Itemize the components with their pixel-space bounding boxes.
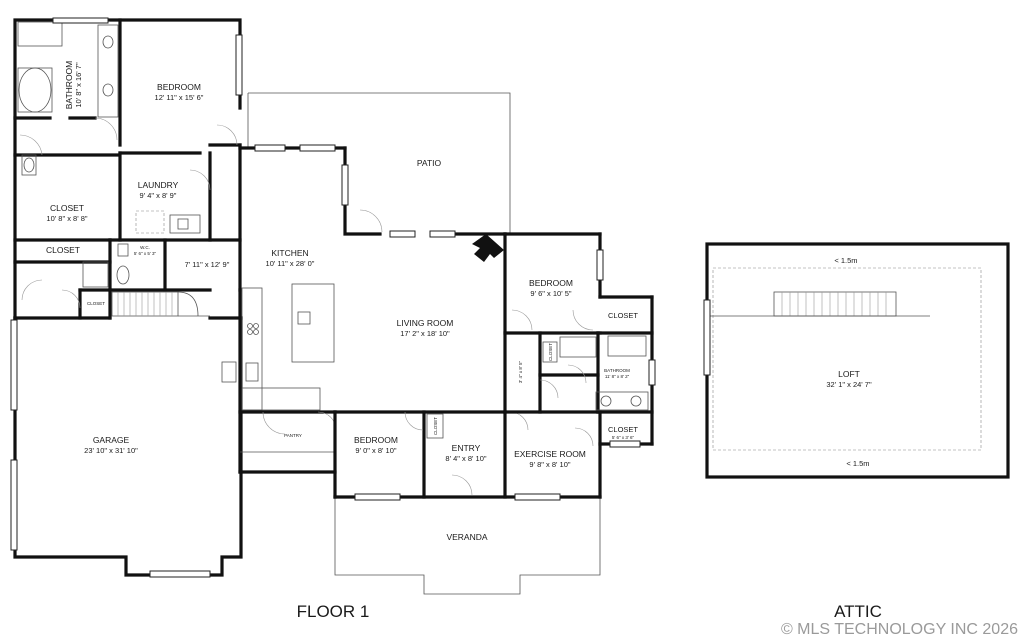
- room-dim: 11' 8" x 8' 2": [605, 374, 630, 379]
- room-dim: 10' 8" x 8' 8": [46, 214, 87, 223]
- room-labels: BEDROOM 12' 11" x 15' 6" BATHROOM 10' 8"…: [46, 61, 1018, 638]
- room-name: CLOSET: [50, 203, 84, 213]
- attic-title: ATTIC: [834, 602, 882, 621]
- room-name: CLOSET: [46, 245, 80, 255]
- room-name: CLOSET: [608, 425, 638, 434]
- room-name: BEDROOM: [354, 435, 398, 445]
- attic-note-bottom: < 1.5m: [846, 459, 869, 468]
- room-dim: 5' 6" x 5' 3": [134, 251, 157, 256]
- room-name: EXERCISE ROOM: [514, 449, 586, 459]
- room-name: LAUNDRY: [138, 180, 179, 190]
- room-name: LIVING ROOM: [397, 318, 454, 328]
- room-dim: 10' 8" x 16' 7": [74, 62, 83, 108]
- room-name: BATHROOM: [604, 368, 630, 373]
- room-dim: 10' 11" x 28' 0": [266, 259, 315, 268]
- room-name: PANTRY: [284, 433, 302, 438]
- attic-stairs: [773, 291, 897, 317]
- loft-dim: 32' 1" x 24' 7": [826, 380, 872, 389]
- room-dim: 9' 4" x 8' 9": [140, 191, 177, 200]
- room-name: W.C.: [140, 245, 150, 250]
- room-dim: 9' 8" x 8' 10": [529, 460, 570, 469]
- room-name: ENTRY: [452, 443, 481, 453]
- room-name: VERANDA: [446, 532, 487, 542]
- room-name: BATHROOM: [64, 61, 74, 109]
- room-name: BEDROOM: [157, 82, 201, 92]
- room-name: GARAGE: [93, 435, 130, 445]
- room-name: KITCHEN: [271, 248, 308, 258]
- room-dim: 8' 4" x 8' 10": [445, 454, 486, 463]
- room-dim: 7' 11" x 12' 9": [185, 260, 230, 269]
- room-dim: 9' 0" x 8' 10": [355, 446, 396, 455]
- room-name: CLOSET: [548, 343, 553, 361]
- room-dim: 9' 6" x 10' 5": [530, 289, 571, 298]
- room-dim: 5' 6" x 3' 6": [612, 435, 635, 440]
- floor-1-plan: [10, 17, 656, 595]
- room-dim: 17' 2" x 18' 10": [400, 329, 450, 338]
- copyright-watermark: © MLS TECHNOLOGY INC 2026: [781, 621, 1018, 638]
- stairs: [111, 291, 210, 317]
- room-name: CLOSET: [87, 301, 105, 306]
- attic-plan: [703, 242, 1010, 479]
- room-dim: 12' 11" x 15' 6": [155, 93, 204, 102]
- attic-note-top: < 1.5m: [834, 256, 857, 265]
- loft-name: LOFT: [838, 369, 860, 379]
- room-dim: 3' 4" x 8' 5": [518, 361, 523, 384]
- room-name: CLOSET: [433, 417, 438, 435]
- room-name: CLOSET: [608, 311, 638, 320]
- room-name: PATIO: [417, 158, 442, 168]
- room-dim: 23' 10" x 31' 10": [84, 446, 138, 455]
- floor-1-title: FLOOR 1: [297, 602, 370, 621]
- fireplace: [472, 234, 504, 262]
- room-name: BEDROOM: [529, 278, 573, 288]
